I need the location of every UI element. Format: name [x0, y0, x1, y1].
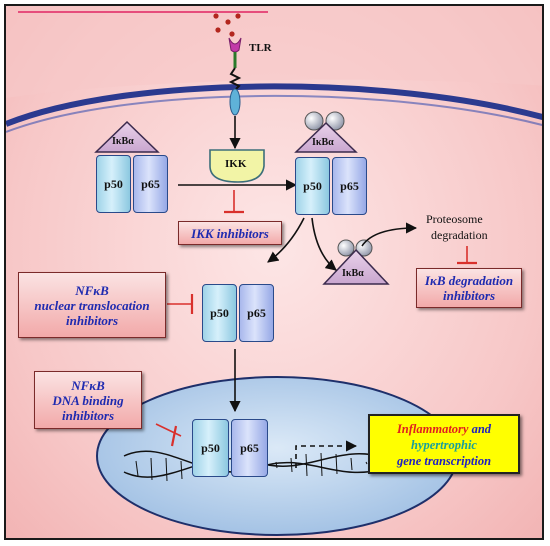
p50-right: p50	[295, 157, 330, 215]
arrow-transcription	[295, 440, 358, 468]
ikb-left-label: IκBα	[112, 136, 134, 147]
ikb-degradation-inhibitors-box: IκB degradation inhibitors	[416, 268, 522, 308]
diagram-frame: TLR IKK IκBα p50 p65 IκBα p50 p65 IκBα P…	[4, 4, 544, 540]
ligand-dots	[213, 13, 241, 37]
diagram-canvas	[6, 6, 542, 536]
released-ikb-label: IκBα	[342, 268, 364, 279]
translocation-line3: inhibitors	[65, 312, 119, 328]
cell-membrane	[6, 83, 542, 127]
ikb-left-shape	[94, 120, 160, 153]
proteosome-label-2: degradation	[431, 228, 488, 242]
dna-binding-inhibit-bar	[170, 425, 178, 447]
ikb-degradation-line1: IκB degradation	[424, 273, 514, 288]
released-ikb-shape	[322, 248, 390, 285]
dna-binding-line3: inhibitors	[61, 407, 115, 423]
gene-transcription-line: gene transcription	[396, 454, 492, 468]
dna-binding-line2: DNA binding	[52, 392, 124, 408]
ikk-inhibitors-box: IKK inhibitors	[178, 221, 282, 245]
translocation-line2: nuclear translocation	[34, 297, 150, 313]
tlr-label: TLR	[249, 42, 272, 54]
p50-nucleus: p50	[192, 419, 229, 477]
arrow-free-dimer	[267, 217, 305, 263]
inflammatory-word: Inflammatory	[396, 422, 469, 436]
ikk-inhibitors-label: IKK inhibitors	[191, 225, 269, 241]
arrow-release-ikb	[311, 217, 337, 271]
p65-right: p65	[332, 157, 367, 215]
p65-nucleus: p65	[231, 419, 268, 477]
ikk-shape	[209, 149, 265, 183]
ikb-degradation-line2: inhibitors	[442, 288, 496, 303]
proteosome-label-1: Proteosome	[426, 212, 483, 226]
p50-cytoplasm: p50	[202, 284, 237, 342]
and-word: and	[468, 422, 492, 436]
dna-binding-inhibitors-box: NFκB DNA binding inhibitors	[34, 371, 142, 429]
translocation-inhibitors-box: NFκB nuclear translocation inhibitors	[18, 272, 166, 338]
translocation-line1: NFκB	[75, 282, 109, 298]
dna-binding-line1: NFκB	[71, 377, 105, 393]
p65-left: p65	[133, 155, 168, 213]
ikb-right-shape	[294, 121, 358, 153]
p50-left: p50	[96, 155, 131, 213]
gene-transcription-box: Inflammatory and hypertrophic gene trans…	[368, 414, 520, 474]
ikb-right-label: IκBα	[312, 137, 334, 148]
extracellular-space	[6, 6, 542, 98]
tlr-receptor-icon	[228, 37, 242, 116]
arrow-proteosome	[361, 222, 418, 247]
p65-cytoplasm: p65	[239, 284, 274, 342]
hypertrophic-word: hypertrophic	[411, 438, 477, 452]
ikk-label: IKK	[225, 158, 247, 170]
